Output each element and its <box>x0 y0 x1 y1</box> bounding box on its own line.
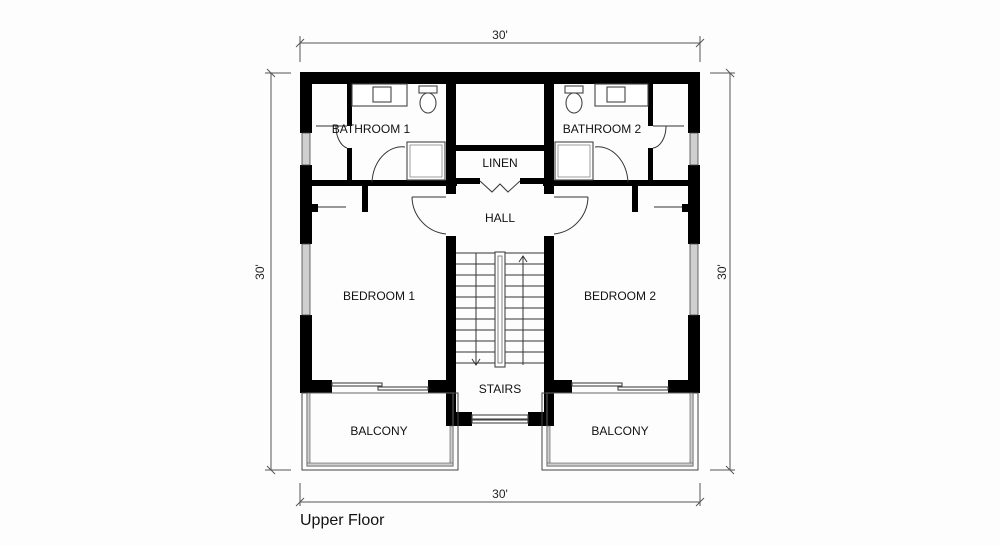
stairs-treads <box>456 251 544 368</box>
dimension-top: 30' <box>295 28 705 62</box>
dimension-bottom: 30' <box>295 483 705 507</box>
dimension-left-label: 30' <box>253 264 267 280</box>
bathroom-2-fixtures <box>554 83 684 183</box>
windows <box>301 132 699 316</box>
room-label-bedroom-2: BEDROOM 2 <box>584 289 656 303</box>
interior-walls <box>300 84 700 426</box>
dimension-right-label: 30' <box>715 264 729 280</box>
room-label-linen: LINEN <box>482 156 517 170</box>
room-label-bedroom-1: BEDROOM 1 <box>343 289 415 303</box>
balcony-left <box>301 392 459 471</box>
room-label-stairs: STAIRS <box>479 382 521 396</box>
dimension-left: 30' <box>253 68 291 475</box>
room-label-bathroom-2: BATHROOM 2 <box>563 122 642 136</box>
room-label-bathroom-1: BATHROOM 1 <box>332 122 411 136</box>
drawing-title: Upper Floor <box>300 512 385 529</box>
room-label-balcony-right: BALCONY <box>591 424 648 438</box>
room-label-hall: HALL <box>485 211 515 225</box>
bathroom-1-fixtures <box>316 83 446 183</box>
dimension-top-label: 30' <box>492 28 508 42</box>
dimension-right: 30' <box>710 68 735 475</box>
sliding-doors <box>331 382 669 424</box>
balcony-right <box>541 392 699 471</box>
hall-doors <box>411 196 589 235</box>
exterior-walls <box>300 72 700 393</box>
dimension-bottom-label: 30' <box>492 487 508 501</box>
room-label-balcony-left: BALCONY <box>350 424 407 438</box>
linen-bifold-door <box>479 180 521 193</box>
